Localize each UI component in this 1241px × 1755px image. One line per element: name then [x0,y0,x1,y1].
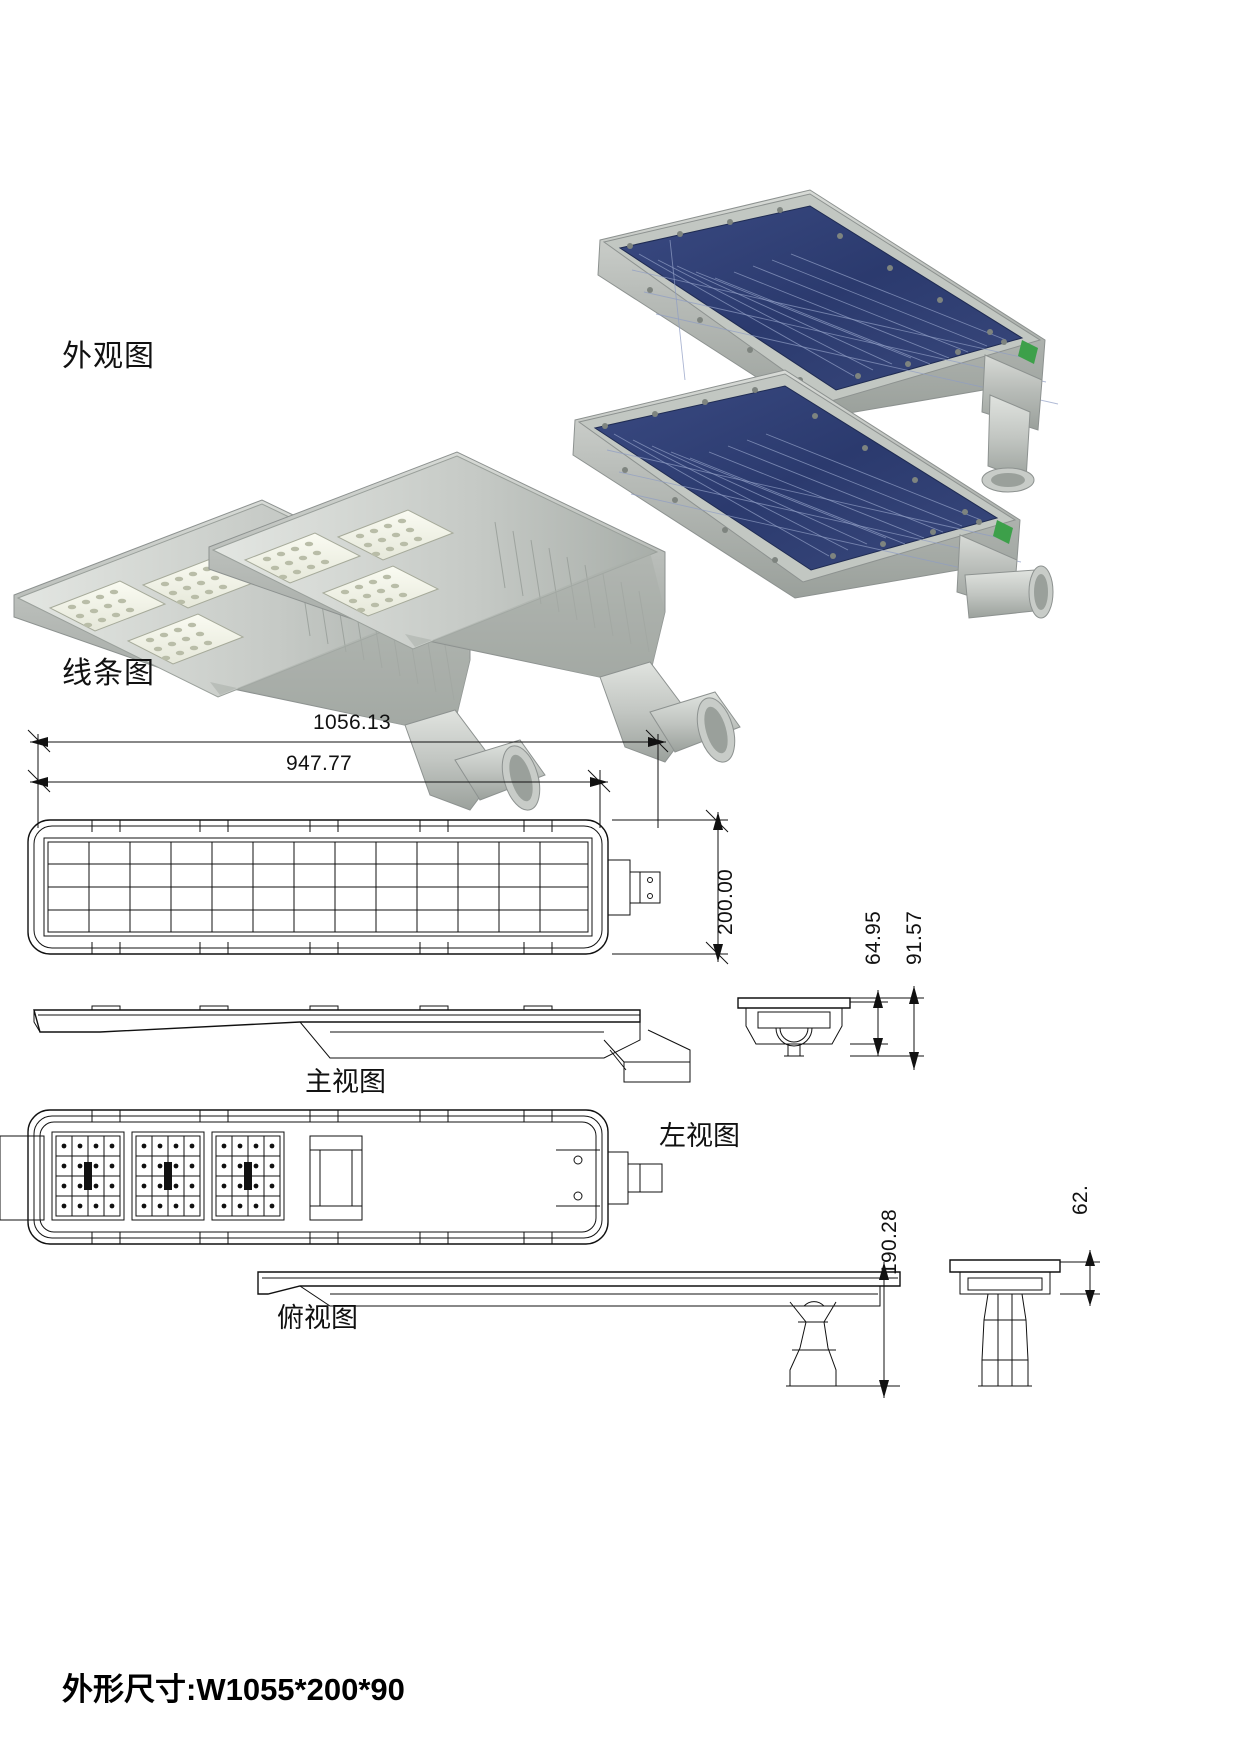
pole-mount [649,691,741,763]
bottom-view-drawing [0,1109,663,1245]
led-module [48,580,167,632]
led-module-drawing [131,1131,205,1221]
product-render-solar-lower [572,369,1054,619]
left-view-label: 左视图 [659,1121,740,1151]
dimension-label-base-height: 62. [1069,1184,1092,1215]
dimension-height-total [850,986,924,1070]
led-module [336,509,455,561]
dimension-label-height-total: 91.57 [903,910,926,965]
product-render-solar-upper [597,189,1059,493]
product-render-center [208,451,741,763]
dimension-label-overall-length: 1056.13 [313,711,392,734]
overall-size-caption: 外形尺寸:W1055*200*90 [62,1672,405,1707]
product-renders-group [0,170,1100,811]
dimension-overall-length [27,729,669,828]
linedrawing-section-label: 线条图 [62,657,155,690]
led-module [321,565,440,617]
plan-grid-view [27,729,729,965]
pole-mount [454,739,546,811]
front-view-drawing [33,1005,691,1083]
dimension-label-height-small: 64.95 [862,910,885,965]
led-module [243,532,362,584]
pole-mount [964,565,1054,619]
front-view-with-pole [257,1262,901,1398]
pole-mount [981,394,1035,493]
led-module-drawing [51,1131,125,1221]
led-module-drawing [211,1131,285,1221]
appearance-section-label: 外观图 [62,340,155,373]
dimension-body-length [27,769,611,828]
led-module [126,613,245,665]
engineering-drawings-group [0,710,1241,1410]
dimension-width [612,809,729,965]
left-view-drawing [737,986,924,1070]
dimension-label-arm-height: 190.28 [878,1208,901,1275]
dimension-label-width: 200.00 [714,868,737,935]
dimension-height-small [850,990,888,1056]
dimension-arm-height [842,1262,900,1398]
bottom-right-section-view [949,1250,1100,1387]
dimension-label-body-length: 947.77 [286,752,353,775]
top-view-label: 俯视图 [277,1303,358,1333]
dimension-base-height [1060,1250,1100,1306]
front-view-label: 主视图 [305,1067,386,1097]
